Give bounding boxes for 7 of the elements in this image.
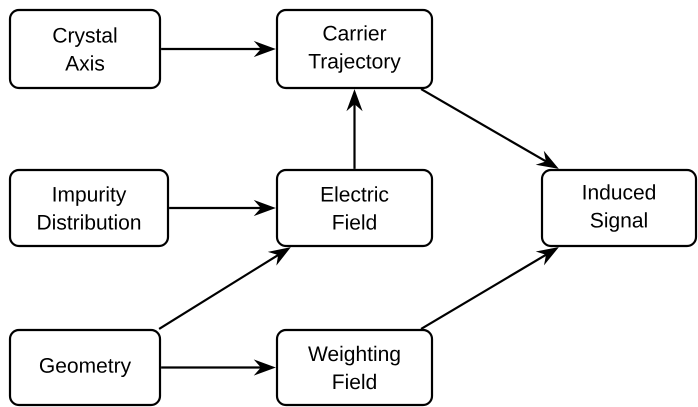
process-box: Induced Signal	[540, 168, 698, 248]
process-box: Electric Field	[276, 168, 434, 248]
process-box: Impurity Distribution	[8, 168, 170, 248]
process-box: Geometry	[8, 328, 162, 406]
process-box: Weighting Field	[276, 328, 434, 406]
process-box: Crystal Axis	[8, 8, 162, 90]
process-box: Carrier Trajectory	[276, 8, 434, 90]
